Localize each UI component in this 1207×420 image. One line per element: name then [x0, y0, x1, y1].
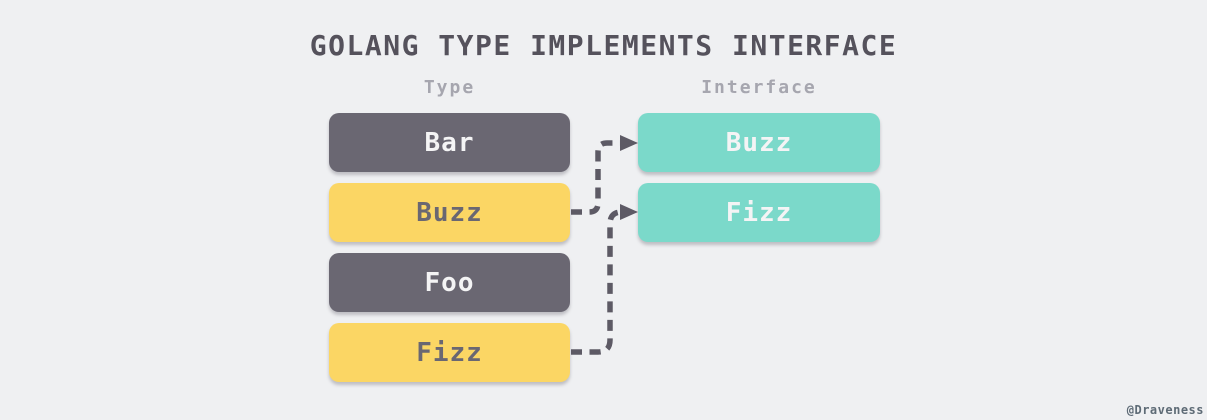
arrow-fizz-to-fizz	[571, 204, 638, 355]
interface-box-fizz: Fizz	[638, 183, 880, 242]
arrowhead-fizz-icon	[620, 204, 638, 220]
interface-box-buzz: Buzz	[638, 113, 880, 172]
column-label-type: Type	[423, 77, 476, 98]
arrowhead-buzz-icon	[620, 135, 638, 151]
type-box-fizz-label: Fizz	[416, 337, 483, 368]
interface-box-buzz-label: Buzz	[725, 127, 793, 158]
type-box-bar-label: Bar	[424, 127, 475, 158]
type-box-buzz: Buzz	[329, 183, 570, 242]
type-box-fizz: Fizz	[329, 323, 570, 382]
diagram-title: GOLANG TYPE IMPLEMENTS INTERFACE	[309, 29, 898, 62]
watermark: @Draveness	[1126, 403, 1204, 417]
type-box-bar: Bar	[329, 113, 570, 172]
type-box-foo-label: Foo	[424, 267, 475, 298]
type-box-buzz-label: Buzz	[416, 197, 483, 228]
interface-box-fizz-label: Fizz	[725, 197, 793, 228]
arrow-buzz-to-buzz	[571, 135, 638, 215]
column-label-interface: Interface	[701, 77, 817, 98]
type-box-foo: Foo	[329, 253, 570, 312]
